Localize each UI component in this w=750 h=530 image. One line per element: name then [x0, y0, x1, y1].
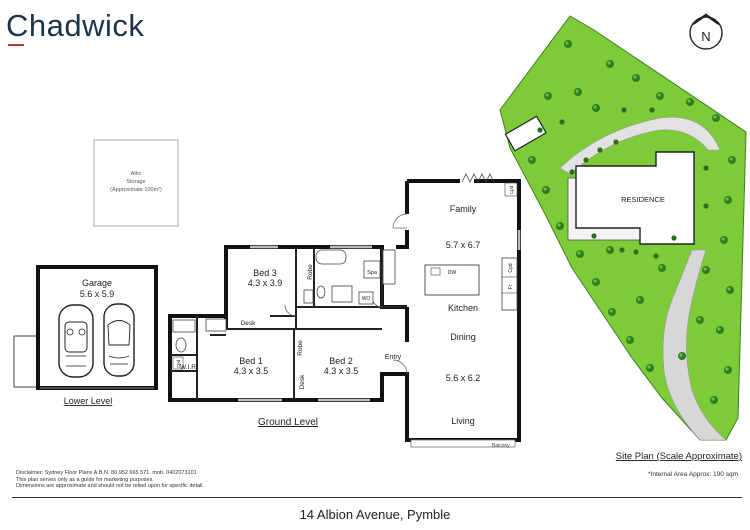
dw-label: DW — [448, 270, 457, 276]
robe-label-bed2: Robe — [297, 340, 304, 356]
footer-divider — [12, 497, 742, 498]
bed2-label: Bed 2 — [329, 356, 353, 366]
site-plan-title: Site Plan (Scale Approximate) — [616, 451, 742, 462]
lower-level-plan: Garage 5.6 x 5.9 Lower Level — [13, 265, 158, 406]
attic-line1: Attic — [131, 171, 142, 177]
property-address: 14 Albion Avenue, Pymble — [299, 507, 451, 522]
entry-label: Entry — [385, 354, 402, 361]
attic-line3: (Approximate 100m²) — [110, 187, 162, 193]
ground-level-title: Ground Level — [258, 417, 318, 428]
disclaimer-line3: Dimensions are approximate and should no… — [16, 483, 205, 490]
convertible-car-icon — [58, 304, 94, 378]
disclaimer: Disclaimer: Sydney Floor Plans A.B.N. 80… — [16, 470, 276, 490]
balcony-label: Balcony — [492, 443, 510, 449]
compass-label: N — [701, 29, 710, 44]
dining-label: Dining — [450, 332, 476, 342]
bed3-dims: 4.3 x 3.9 — [248, 278, 283, 288]
bed3-label: Bed 3 — [253, 268, 277, 278]
desk-label-bed3: Desk — [241, 320, 257, 327]
desk-label-bed2: Desk — [299, 374, 306, 390]
family-label: Family — [450, 204, 477, 214]
bathroom-fittings — [172, 249, 396, 353]
wir-label: W.I.R — [180, 364, 196, 371]
wo-label: WO — [362, 296, 371, 302]
spa-label: Spa — [367, 270, 378, 276]
family-dims: 5.7 x 6.7 — [446, 240, 481, 250]
attic-line2: Storage — [126, 179, 145, 185]
sports-car-icon — [103, 303, 135, 377]
bed1-dims: 4.3 x 3.5 — [234, 366, 269, 376]
living-label: Living — [451, 416, 475, 426]
ground-level-plan: Balcony — [168, 173, 521, 449]
kitchen-label: Kitchen — [448, 303, 478, 313]
internal-area-note: *Internal Area Approx: 190 sqm — [648, 471, 738, 478]
bed1-label: Bed 1 — [239, 356, 263, 366]
robe-label-bed3: Robe — [307, 264, 314, 280]
brand-name: Chadwick — [6, 8, 145, 43]
cpd-label-kitchen: Cpd — [508, 263, 514, 272]
lower-level-title: Lower Level — [64, 396, 113, 406]
dining-dims: 5.6 x 6.2 — [446, 373, 481, 383]
brand-accent-line — [8, 44, 24, 46]
fr-label: Fr — [508, 284, 514, 289]
cpd-label-wir: Cpd — [176, 359, 181, 368]
north-compass-icon: N — [689, 13, 723, 50]
cpd-label-family: Cpd — [509, 185, 514, 194]
site-plan: RESIDENCE Site Plan (Scale Approximate) … — [499, 15, 747, 478]
bed2-dims: 4.3 x 3.5 — [324, 366, 359, 376]
garage-label: Garage — [82, 278, 112, 288]
garage-dims: 5.6 x 5.9 — [80, 289, 115, 299]
disclaimer-line2: This plan serves only as a guide for mar… — [16, 476, 154, 483]
residence-label: RESIDENCE — [621, 195, 665, 204]
attic-storage: Attic Storage (Approximate 100m²) — [93, 139, 179, 227]
disclaimer-line1: Disclaimer: Sydney Floor Plans A.B.N. 80… — [16, 470, 197, 476]
